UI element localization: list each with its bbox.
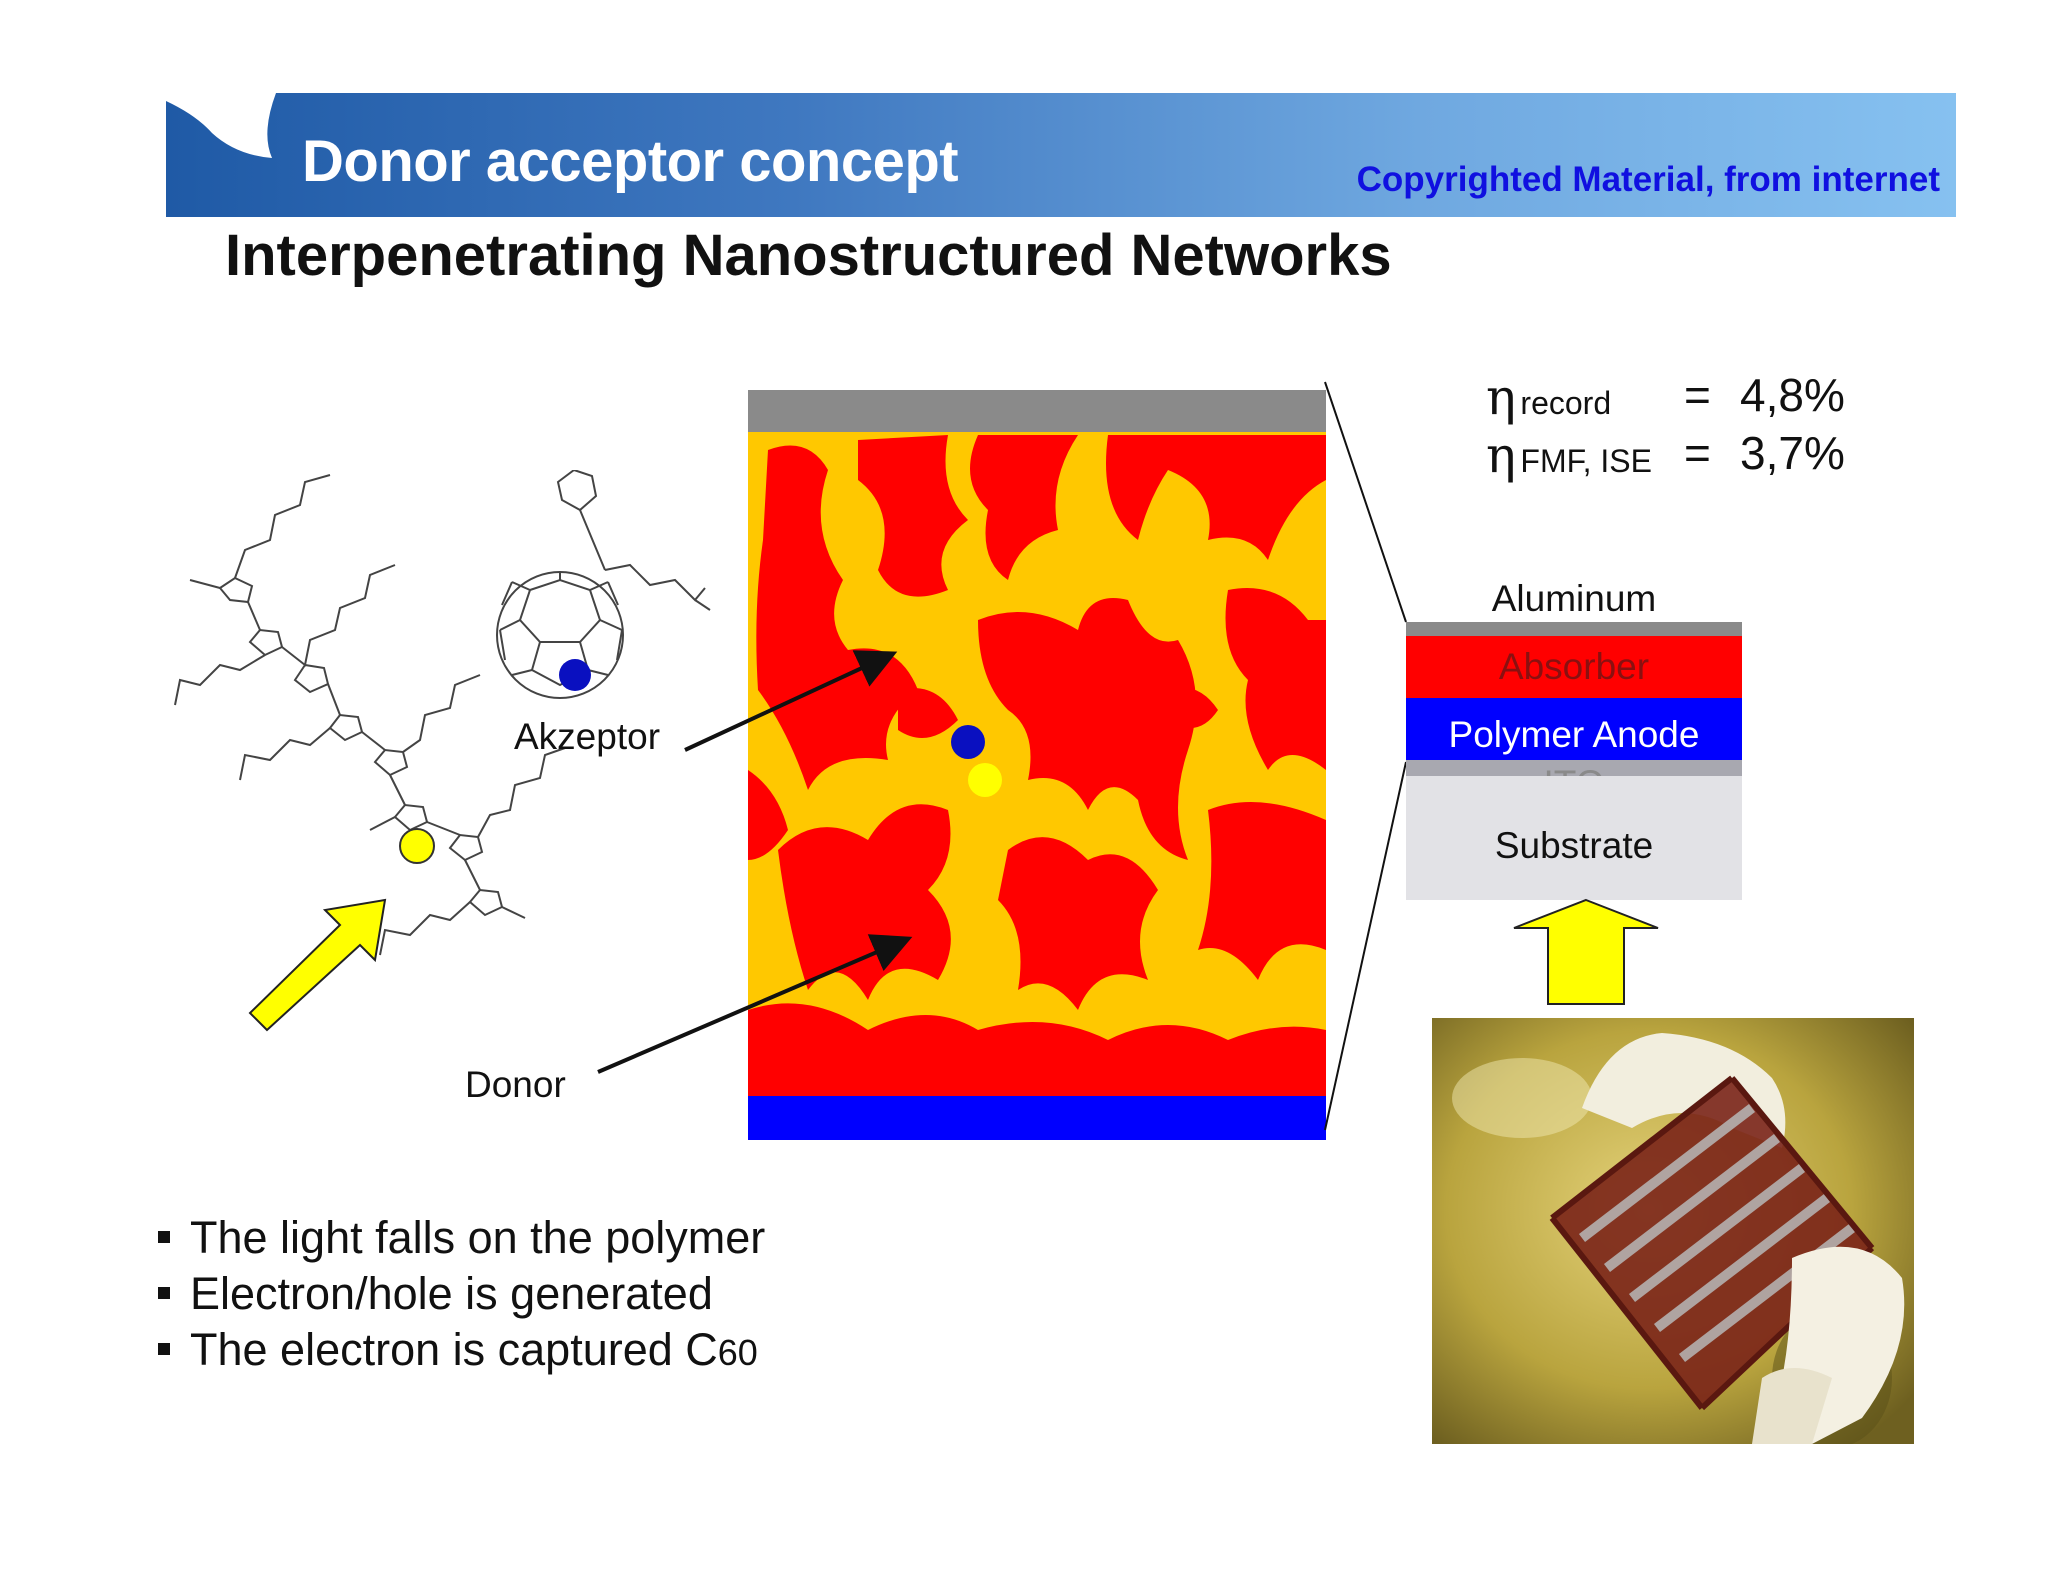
bullet-square-icon: [158, 1343, 170, 1356]
donor-label: Donor: [465, 1064, 566, 1105]
flexible-solar-cell-photo: [1432, 1018, 1914, 1444]
bullet-item: The light falls on the polymer: [158, 1210, 765, 1266]
equals-sign: =: [1684, 369, 1711, 421]
hole-dot-icon: [399, 828, 435, 864]
up-arrow-icon: [1513, 898, 1659, 1005]
header-banner: [166, 93, 1956, 217]
photo-illustration: [1432, 1018, 1914, 1444]
layer-aluminum-label: Aluminum: [1491, 578, 1657, 619]
efficiency-subscript: FMF, ISE: [1520, 443, 1652, 479]
copyright-notice: Copyrighted Material, from internet: [1356, 160, 1940, 199]
bullet-item: Electron/hole is generated: [158, 1266, 765, 1322]
efficiency-row-record: η record = 4,8%: [1486, 368, 1856, 428]
network-diagram: [748, 390, 1326, 1140]
page-subtitle: Interpenetrating Nanostructured Networks: [225, 223, 1392, 288]
electron-dot-icon: [951, 725, 985, 759]
c60-suffix: 60: [717, 1332, 758, 1373]
bullet-list: The light falls on the polymer Electron/…: [158, 1210, 765, 1378]
equals-sign: =: [1684, 427, 1711, 479]
efficiency-row-fmf-ise: η FMF, ISE = 3,7%: [1486, 426, 1856, 486]
eta-symbol: η: [1486, 368, 1516, 426]
bullet-text: Electron/hole is generated: [190, 1268, 713, 1319]
layer-polymer-anode: Polymer Anode: [1406, 698, 1742, 760]
banner-title: Donor acceptor concept: [302, 129, 959, 194]
hole-dot-icon: [968, 763, 1002, 797]
electron-dot-icon: [559, 659, 591, 691]
layer-aluminum: [1406, 622, 1742, 636]
layer-absorber: Absorber: [1406, 636, 1742, 698]
zoom-line-bottom: [1324, 761, 1407, 1131]
molecule-structure: [174, 470, 711, 956]
efficiency-subscript: record: [1520, 385, 1612, 421]
efficiency-value: 4,8%: [1740, 369, 1845, 421]
banner-swoosh-icon: [166, 93, 276, 158]
bullet-square-icon: [158, 1231, 170, 1244]
efficiency-value: 3,7%: [1740, 427, 1845, 479]
zoom-line-top: [1324, 381, 1407, 623]
layer-ito: [1406, 760, 1742, 776]
layer-substrate: Substrate: [1406, 776, 1742, 900]
bottom-electrode: [748, 1096, 1326, 1140]
bullet-item: The electron is captured C60: [158, 1322, 765, 1378]
bullet-text: The light falls on the polymer: [190, 1212, 766, 1263]
acceptor-label: Akzeptor: [514, 716, 661, 757]
eta-symbol: η: [1486, 426, 1516, 484]
light-arrow-icon: [248, 898, 387, 1032]
bullet-text: The electron is captured C: [190, 1324, 718, 1375]
bullet-square-icon: [158, 1287, 170, 1300]
top-electrode: [748, 390, 1326, 432]
